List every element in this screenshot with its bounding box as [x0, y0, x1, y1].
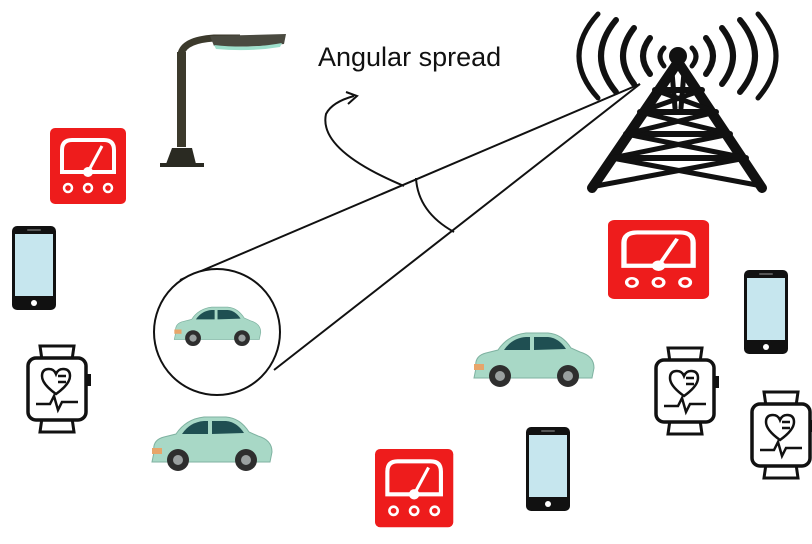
smartwatch-icon: [26, 344, 93, 434]
gauge-meter-icon: [375, 449, 453, 527]
smartphone-icon: [744, 270, 788, 354]
cell-tower-icon: [576, 11, 779, 193]
car-icon: [151, 416, 273, 472]
zoom-circle: [153, 268, 281, 396]
beam-cone: [179, 83, 641, 371]
gauge-meter-icon: [608, 220, 709, 299]
street-lamp-icon: [160, 34, 286, 167]
smartphone-icon: [12, 226, 56, 310]
gauge-meter-icon: [48, 126, 128, 206]
angular-spread-label: Angular spread: [318, 42, 502, 72]
smartwatch-icon: [750, 390, 812, 480]
car-icon: [473, 332, 595, 388]
smartphone-icon: [526, 427, 570, 511]
smartwatch-icon: [654, 346, 721, 436]
